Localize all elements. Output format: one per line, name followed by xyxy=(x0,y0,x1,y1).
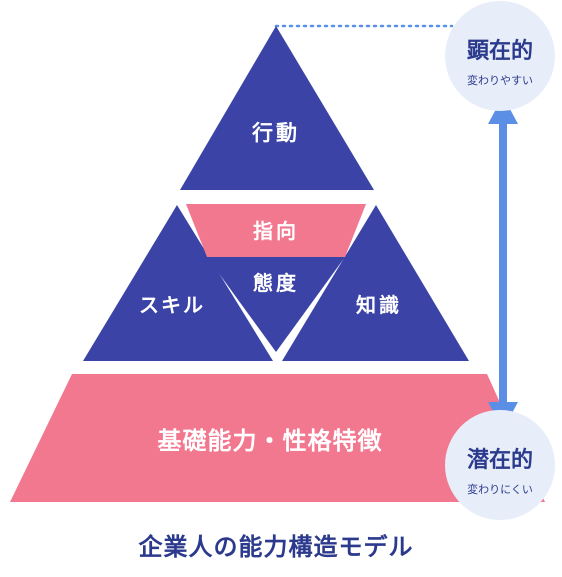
attitude-triangle xyxy=(207,257,345,352)
label-orientation: 指向 xyxy=(253,219,299,243)
latent-title: 潜在的 xyxy=(467,447,533,473)
skill-triangle xyxy=(83,205,273,361)
label-skill: スキル xyxy=(139,293,205,317)
diagram-title: 企業人の能力構造モデル xyxy=(139,533,414,561)
orientation-band xyxy=(186,204,366,257)
label-knowledge: 知識 xyxy=(356,293,402,317)
knowledge-triangle xyxy=(282,205,469,361)
visible-circle xyxy=(445,1,555,111)
foundation-layer xyxy=(10,374,545,502)
action-triangle xyxy=(180,26,374,190)
label-foundation: 基礎能力・性格特徴 xyxy=(158,427,383,455)
latent-subtitle: 変わりにくい xyxy=(467,482,533,496)
visible-subtitle: 変わりやすい xyxy=(467,73,533,87)
latent-circle xyxy=(445,410,555,520)
label-attitude: 態度 xyxy=(253,271,299,295)
label-action: 行動 xyxy=(251,121,300,145)
visible-title: 顕在的 xyxy=(467,38,533,64)
